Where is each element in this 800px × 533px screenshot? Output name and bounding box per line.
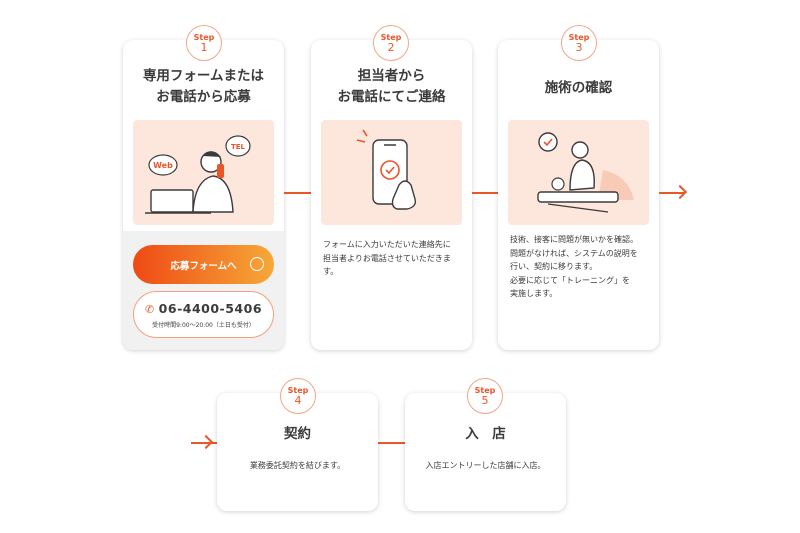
step-2-desc-line: す。 bbox=[323, 267, 339, 276]
step-4-title-line1: 契約 bbox=[284, 426, 311, 442]
step-5-badge-number: 5 bbox=[481, 393, 489, 407]
arrow-right-icon bbox=[672, 184, 688, 200]
step-2-badge: Step 2 bbox=[373, 25, 409, 61]
step-5-description: 入店エントリーした店舗に入店。 bbox=[405, 459, 566, 473]
step-5-desc-line: 入店エントリーした店舗に入店。 bbox=[425, 461, 546, 470]
step-3-desc-line: 行い、契約に移ります。 bbox=[510, 262, 598, 271]
step-4-badge-number: 4 bbox=[294, 393, 302, 407]
step-3-badge-number: 3 bbox=[575, 40, 583, 54]
step-1-title-line2: お電話から応募 bbox=[156, 89, 251, 105]
phone-contact-button[interactable]: ✆06-4400-5406 受付時間9:00～20:00（土日も受付） bbox=[133, 291, 274, 338]
step-3-card: 施術の確認 技術、接客に問題が無いかを確認。 問題がなければ、システムの説明を … bbox=[498, 40, 659, 350]
step-5-badge-label: Step bbox=[474, 385, 496, 395]
connector-2-3 bbox=[472, 192, 499, 194]
step-5-title-line1: 入 店 bbox=[465, 426, 506, 442]
check-icon bbox=[385, 166, 395, 175]
step-1-badge-number: 1 bbox=[200, 40, 208, 54]
connector-1-2 bbox=[284, 192, 312, 194]
step-5-badge: Step 5 bbox=[467, 378, 503, 414]
phone-number: ✆06-4400-5406 bbox=[134, 301, 273, 316]
step-2-title-line1: 担当者から bbox=[357, 68, 426, 84]
connector-4-5 bbox=[378, 442, 405, 444]
step-4-title: 契約 bbox=[217, 424, 378, 445]
connector-3-out bbox=[659, 192, 684, 194]
step-4-description: 業務委託契約を結びます。 bbox=[217, 459, 378, 473]
step-3-badge: Step 3 bbox=[561, 25, 597, 61]
step-2-title: 担当者から お電話にてご連絡 bbox=[311, 66, 472, 108]
step-3-badge-label: Step bbox=[568, 32, 590, 42]
step-1-title: 専用フォームまたは お電話から応募 bbox=[123, 66, 284, 108]
connector-in-4 bbox=[191, 442, 217, 444]
step-2-badge-label: Step bbox=[380, 32, 402, 42]
step-2-desc-line: フォームに入力いただいた連絡先に bbox=[323, 240, 451, 249]
step-2-description: フォームに入力いただいた連絡先に 担当者よりお電話させていただきま す。 bbox=[323, 238, 463, 279]
step-2-card: 担当者から お電話にてご連絡 フォームに入力いただいた連絡先に 担当者よりお電話… bbox=[311, 40, 472, 350]
step-3-desc-line: 問題がなければ、システムの説明を bbox=[510, 248, 638, 258]
step-2-illustration bbox=[321, 120, 462, 225]
step-3-desc-line: 実施します。 bbox=[510, 289, 558, 298]
step-1-badge-label: Step bbox=[193, 32, 215, 42]
tel-bubble-label: TEL bbox=[231, 143, 246, 151]
web-bubble-label: Web bbox=[153, 161, 173, 170]
step-3-illustration bbox=[508, 120, 649, 225]
step-2-title-line2: お電話にてご連絡 bbox=[337, 89, 446, 105]
step-3-desc-line: 必要に応じて「トレーニング」を bbox=[510, 275, 630, 285]
step-1-title-line1: 専用フォームまたは bbox=[142, 68, 265, 84]
apply-form-button-label: 応募フォームへ bbox=[170, 260, 237, 272]
phone-icon: ✆ bbox=[144, 303, 155, 316]
arrow-circle-icon bbox=[250, 257, 264, 271]
step-4-badge: Step 4 bbox=[280, 378, 316, 414]
step-3-desc-line: 技術、接客に問題が無いかを確認。 bbox=[510, 235, 638, 244]
step-3-title: 施術の確認 bbox=[498, 78, 659, 99]
step-1-illustration: Web TEL bbox=[133, 120, 274, 225]
arrow-right-icon bbox=[198, 434, 214, 450]
step-5-title: 入 店 bbox=[405, 424, 566, 445]
step-1-badge: Step 1 bbox=[186, 25, 222, 61]
step-4-desc-line: 業務委託契約を結びます。 bbox=[249, 461, 346, 470]
phone-hours: 受付時間9:00～20:00（土日も受付） bbox=[152, 322, 255, 329]
step-3-title-line1: 施術の確認 bbox=[544, 80, 613, 96]
step-4-badge-label: Step bbox=[287, 385, 309, 395]
apply-form-button[interactable]: 応募フォームへ bbox=[133, 245, 274, 284]
step-2-desc-line: 担当者よりお電話させていただきま bbox=[323, 253, 451, 263]
phone-number-text: 06-4400-5406 bbox=[158, 301, 263, 316]
step-2-badge-number: 2 bbox=[387, 40, 395, 54]
step-3-description: 技術、接客に問題が無いかを確認。 問題がなければ、システムの説明を 行い、契約に… bbox=[510, 233, 655, 301]
